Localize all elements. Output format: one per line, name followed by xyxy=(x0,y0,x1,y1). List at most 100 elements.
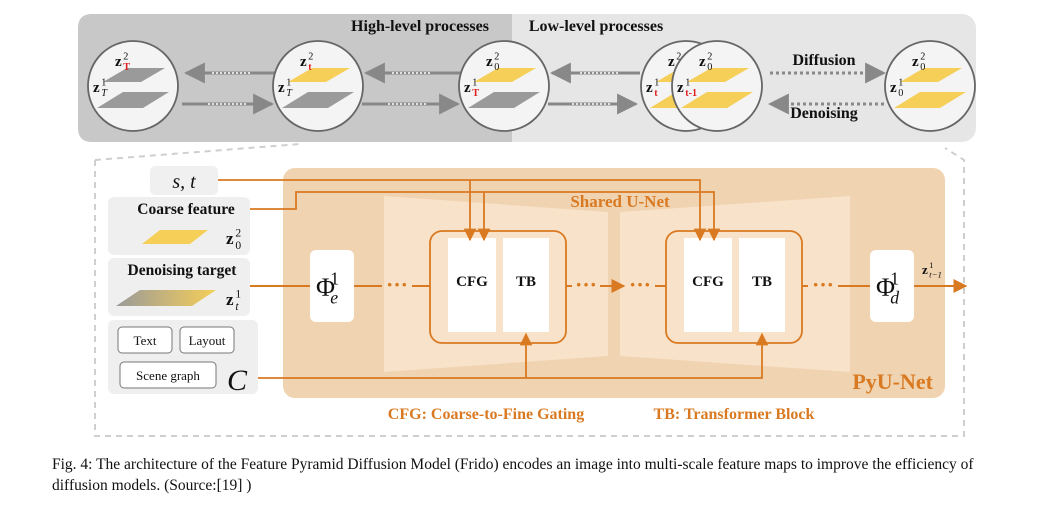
scene-graph-button-label: Scene graph xyxy=(136,368,200,383)
frido-architecture-diagram: High-level processes Low-level processes… xyxy=(78,14,976,437)
cfg-legend: CFG: Coarse-to-Fine Gating xyxy=(388,406,584,423)
circle-outline xyxy=(272,40,364,132)
output-z-sup: 1 xyxy=(929,260,933,270)
lower-var-base: z xyxy=(890,80,897,96)
cfg-tb-group-2: CFG TB xyxy=(665,230,803,344)
target-z-sub: t xyxy=(235,300,239,313)
coarse-feature-box xyxy=(108,197,250,255)
unet-decoder-shape xyxy=(620,196,850,372)
coarse-to-group2-line xyxy=(484,191,721,242)
upper-var-sup: 2 xyxy=(920,51,925,62)
decoder-block xyxy=(870,250,914,322)
layout-button-label: Layout xyxy=(189,333,226,348)
upper-feature-layer xyxy=(474,68,536,82)
upper-var-sub: 0 xyxy=(494,62,499,73)
tb-label: TB xyxy=(752,274,772,290)
lower-var-sub: T xyxy=(472,88,479,99)
lower-var-sup: 1 xyxy=(286,77,291,88)
condition-symbol: C xyxy=(227,364,248,397)
condition-to-group2-line xyxy=(252,332,769,379)
encoder-symbol: Φ1e xyxy=(316,268,339,307)
upper-var-sub: 0 xyxy=(920,62,925,73)
lower-feature-layer xyxy=(282,92,354,108)
upper-var-sup: 2 xyxy=(308,51,313,62)
circle-outline xyxy=(458,40,550,132)
upper-var-sub: t xyxy=(308,62,312,73)
cfg-block xyxy=(684,238,732,332)
circle-outline xyxy=(87,40,179,132)
upper-feature-layer xyxy=(687,68,749,82)
ellipsis-2: ··· xyxy=(575,272,597,297)
upper-feature-layer xyxy=(103,68,165,82)
tb-block xyxy=(503,238,549,332)
circle-outline xyxy=(884,40,976,132)
lower-var-sub: T xyxy=(286,88,293,99)
lower-feature-layer xyxy=(681,92,753,108)
decoder-phi-base: Φ xyxy=(876,273,895,302)
lower-var-base: z xyxy=(278,80,285,96)
target-z-base: z xyxy=(226,290,234,309)
top-panel: High-level processes Low-level processes… xyxy=(78,14,976,142)
encoder-phi-sup: 1 xyxy=(330,268,339,288)
ellipsis-3: ··· xyxy=(629,272,651,297)
pyunet-label: PyU-Net xyxy=(852,369,933,394)
lower-var-base: z xyxy=(677,80,684,96)
upper-var-base: z xyxy=(912,54,919,70)
lower-var-sup: 1 xyxy=(898,77,903,88)
zoom-connector-left xyxy=(94,143,301,161)
target-z-sup: 1 xyxy=(235,287,241,300)
lower-var-sup: 1 xyxy=(472,77,477,88)
encoder-block xyxy=(310,250,354,322)
decoder-phi: Φ1d xyxy=(876,268,899,307)
tb-legend: TB: Transformer Block xyxy=(654,406,815,423)
ellipsis-1: ··· xyxy=(386,272,408,297)
high-level-label: High-level processes xyxy=(351,18,489,35)
lower-var-sub: 0 xyxy=(898,88,903,99)
encoder-phi-sub: e xyxy=(330,287,338,307)
upper-feature-layer xyxy=(900,68,962,82)
upper-var-sub: 0 xyxy=(707,62,712,73)
lower-var-sub: T xyxy=(101,88,108,99)
lower-var-sup: 1 xyxy=(685,77,690,88)
lower-var-sup: 1 xyxy=(654,77,659,88)
layout-button[interactable] xyxy=(179,326,235,354)
upper-var-sup: 2 xyxy=(494,51,499,62)
lower-var-sub: t-1 xyxy=(685,88,697,99)
upper-var-base: z xyxy=(699,54,706,70)
decoder-symbol: Φ1d xyxy=(876,268,899,307)
upper-feature-layer xyxy=(288,68,350,82)
ellipsis-4: ··· xyxy=(812,272,834,297)
st-label: s, t xyxy=(172,171,196,193)
scene-graph-button[interactable] xyxy=(119,361,217,389)
upper-var-base: z xyxy=(486,54,493,70)
encoder-phi: Φ1e xyxy=(316,268,339,307)
denoising-target-layer-icon xyxy=(116,290,216,306)
coarse-z-sup: 2 xyxy=(235,226,241,239)
shared-unet-label: Shared U-Net xyxy=(570,192,670,211)
diffusion-label: Diffusion xyxy=(792,52,855,69)
upper-var-sup: 2 xyxy=(123,51,128,62)
text-button[interactable] xyxy=(117,326,173,354)
figure-caption: Fig. 4: The architecture of the Feature … xyxy=(52,456,974,494)
